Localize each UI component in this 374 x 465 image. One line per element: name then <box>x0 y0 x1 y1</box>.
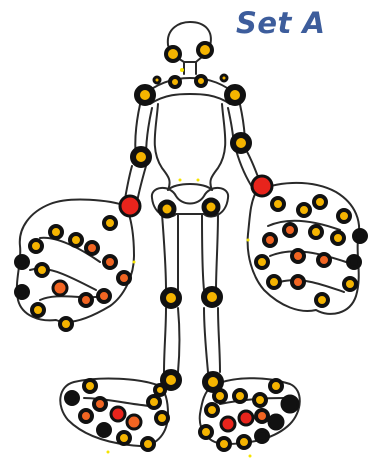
marker-right-foot <box>254 394 266 406</box>
marker-small-dot <box>180 68 184 72</box>
marker-left-hand <box>104 217 116 229</box>
marker-right-hand <box>344 278 356 290</box>
marker-hip-right <box>204 200 218 214</box>
marker-right-hand <box>298 204 310 216</box>
marker-left-foot <box>118 432 130 444</box>
marker-small-dot <box>247 239 250 242</box>
marker-shoulder-left <box>137 87 153 103</box>
marker-wrist-right <box>252 176 272 196</box>
marker-right-hand <box>318 254 330 266</box>
marker-left-hand <box>118 272 130 284</box>
marker-left-hand <box>16 286 28 298</box>
marker-ankle-right <box>205 374 221 390</box>
marker-right-hand <box>338 210 350 222</box>
marker-left-foot <box>98 424 110 436</box>
marker-shoulder-right <box>227 87 243 103</box>
marker-small-dot <box>133 261 136 264</box>
marker-left-hand <box>50 226 62 238</box>
marker-right-hand <box>348 256 360 268</box>
marker-right-hand <box>310 226 322 238</box>
marker-right-hand <box>264 234 276 246</box>
marker-right-foot <box>200 426 212 438</box>
marker-right-hand <box>268 276 280 288</box>
marker-right-foot <box>221 417 235 431</box>
marker-small-dot <box>249 455 252 458</box>
marker-knee-right <box>204 289 220 305</box>
marker-right-hand <box>316 294 328 306</box>
marker-left-foot <box>84 380 96 392</box>
marker-right-hand <box>354 230 366 242</box>
marker-left-hand <box>98 290 110 302</box>
marker-right-foot <box>218 438 230 450</box>
marker-elbow-left <box>133 149 149 165</box>
marker-left-hand <box>86 242 98 254</box>
marker-neck-mid-left <box>154 77 160 83</box>
marker-right-foot <box>270 380 282 392</box>
marker-right-foot <box>214 390 226 402</box>
marker-right-hand <box>314 196 326 208</box>
marker-hip-left <box>160 202 174 216</box>
marker-right-hand <box>284 224 296 236</box>
marker-right-hand <box>292 250 304 262</box>
marker-left-foot <box>111 407 125 421</box>
marker-left-hand <box>80 294 92 306</box>
marker-left-foot <box>80 410 92 422</box>
marker-right-foot <box>206 404 218 416</box>
marker-left-foot <box>155 385 165 395</box>
marker-right-foot <box>282 396 298 412</box>
marker-left-foot <box>142 438 154 450</box>
marker-neck-left <box>170 77 180 87</box>
marker-left-foot <box>156 412 168 424</box>
marker-left-hand <box>36 264 48 276</box>
marker-left-hand <box>53 281 67 295</box>
marker-small-dot <box>197 179 200 182</box>
marker-right-hand <box>256 256 268 268</box>
marker-right-foot <box>269 415 283 429</box>
marker-left-foot <box>94 398 106 410</box>
marker-small-dot <box>107 451 110 454</box>
marker-left-hand <box>32 304 44 316</box>
marker-right-hand <box>332 232 344 244</box>
marker-elbow-right <box>233 135 249 151</box>
body-outline <box>17 22 359 446</box>
marker-head-right <box>198 43 212 57</box>
marker-neck-mid-right <box>221 75 227 81</box>
marker-small-dot <box>179 179 182 182</box>
marker-left-hand <box>104 256 116 268</box>
marker-right-foot <box>256 410 268 422</box>
marker-left-hand <box>30 240 42 252</box>
marker-left-hand <box>60 318 72 330</box>
marker-right-foot <box>239 411 253 425</box>
marker-right-foot <box>256 430 268 442</box>
marker-right-foot <box>238 436 250 448</box>
marker-wrist-left <box>120 196 140 216</box>
marker-left-hand <box>70 234 82 246</box>
marker-head-left <box>166 47 180 61</box>
marker-left-foot <box>148 396 160 408</box>
marker-right-foot <box>234 390 246 402</box>
marker-right-hand <box>272 198 284 210</box>
marker-left-foot <box>66 392 78 404</box>
marker-left-foot <box>127 415 141 429</box>
marker-left-hand <box>16 256 28 268</box>
marker-knee-left <box>163 290 179 306</box>
marker-neck-right <box>196 76 206 86</box>
marker-right-hand <box>292 276 304 288</box>
